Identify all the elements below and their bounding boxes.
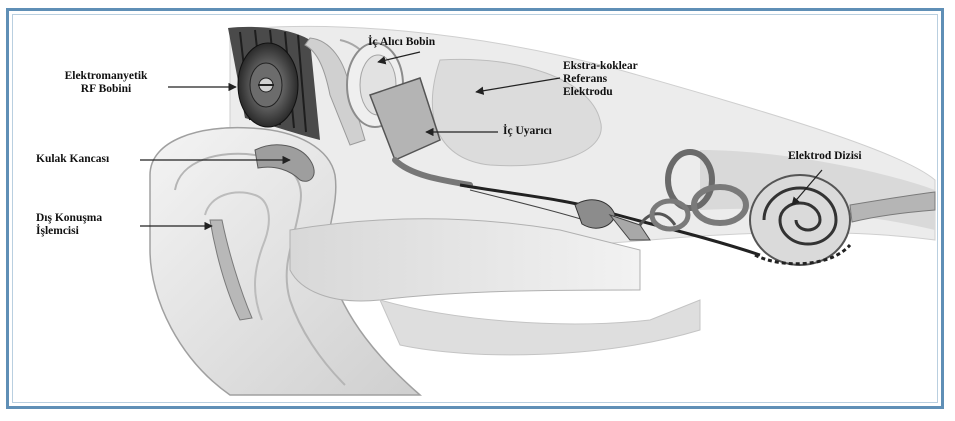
label-ear-hook: Kulak Kancası xyxy=(36,153,146,166)
cochlea-spiral xyxy=(750,175,850,265)
label-speech-processor: Dış Konuşma İşlemcisi xyxy=(36,212,146,238)
label-rf-coil: Elektromanyetik RF Bobini xyxy=(46,70,166,96)
label-internal-stimulator: İç Uyarıcı xyxy=(503,125,583,138)
label-internal-receiver-coil: İç Alıcı Bobin xyxy=(368,36,488,49)
label-extracochlear-reference-electrode: Ekstra-koklear Referans Elektrodu xyxy=(563,60,673,99)
label-electrode-array: Elektrod Dizisi xyxy=(788,150,908,163)
rf-coil-device xyxy=(238,43,298,127)
